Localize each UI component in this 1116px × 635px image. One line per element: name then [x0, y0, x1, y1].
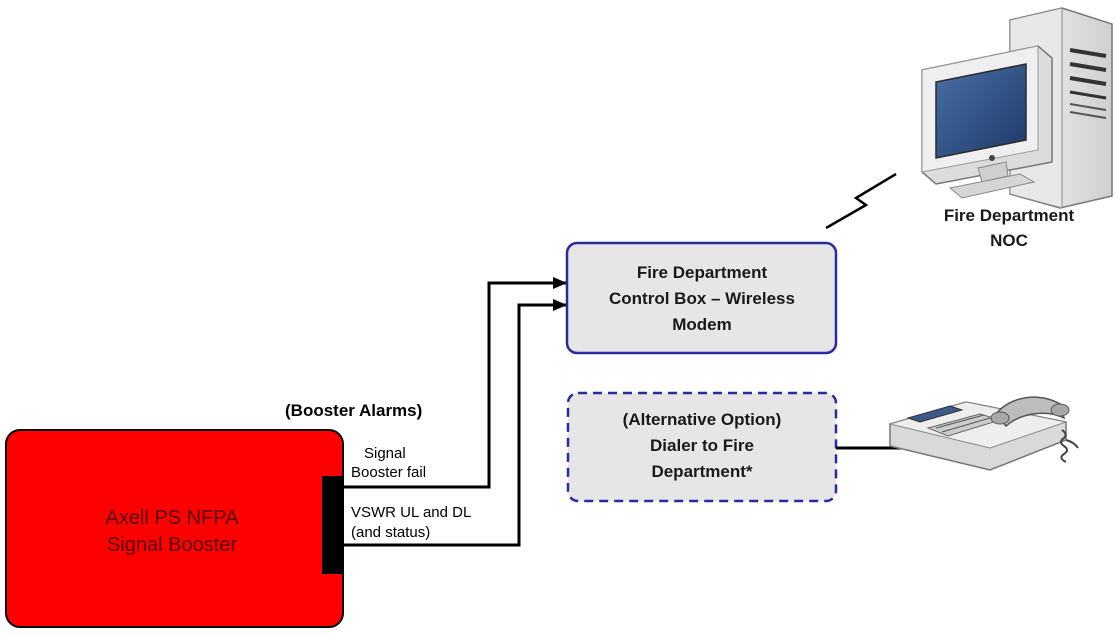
dialer-line1: (Alternative Option) — [623, 410, 782, 429]
alarm-signal-line1: Signal — [364, 445, 406, 462]
dialer-box: (Alternative Option) Dialer to Fire Depa… — [566, 391, 838, 503]
signal-booster-fail-connector — [343, 277, 567, 489]
vswr-status-connector — [343, 299, 567, 547]
control-box: Fire Department Control Box – Wireless M… — [565, 241, 838, 355]
control-box-line1: Fire Department — [637, 263, 768, 282]
alarm-signal-line2: Booster fail — [351, 464, 426, 481]
noc-label-line1: Fire Department — [944, 206, 1075, 225]
control-box-line3: Modem — [672, 315, 732, 334]
noc-label-line2: NOC — [990, 231, 1028, 250]
control-box-line2: Control Box – Wireless — [609, 289, 795, 308]
dialer-line2: Dialer to Fire — [650, 436, 754, 455]
alarm-vswr-line2: (and status) — [351, 524, 430, 541]
booster-alarm-port — [322, 476, 343, 574]
booster-label-line1: Axell PS NFPA — [106, 507, 240, 529]
booster-label-line2: Signal Booster — [107, 534, 237, 556]
control-box-body — [565, 241, 838, 355]
alarm-vswr-line1: VSWR UL and DL — [351, 504, 471, 521]
desktop-computer-icon — [921, 7, 1113, 209]
booster-alarms-header: (Booster Alarms) — [285, 401, 422, 420]
telephone-icon — [888, 396, 1079, 471]
wireless-link-icon — [825, 172, 897, 230]
dialer-line3: Department* — [651, 462, 752, 481]
signal-booster-box: Axell PS NFPA Signal Booster — [5, 429, 344, 628]
